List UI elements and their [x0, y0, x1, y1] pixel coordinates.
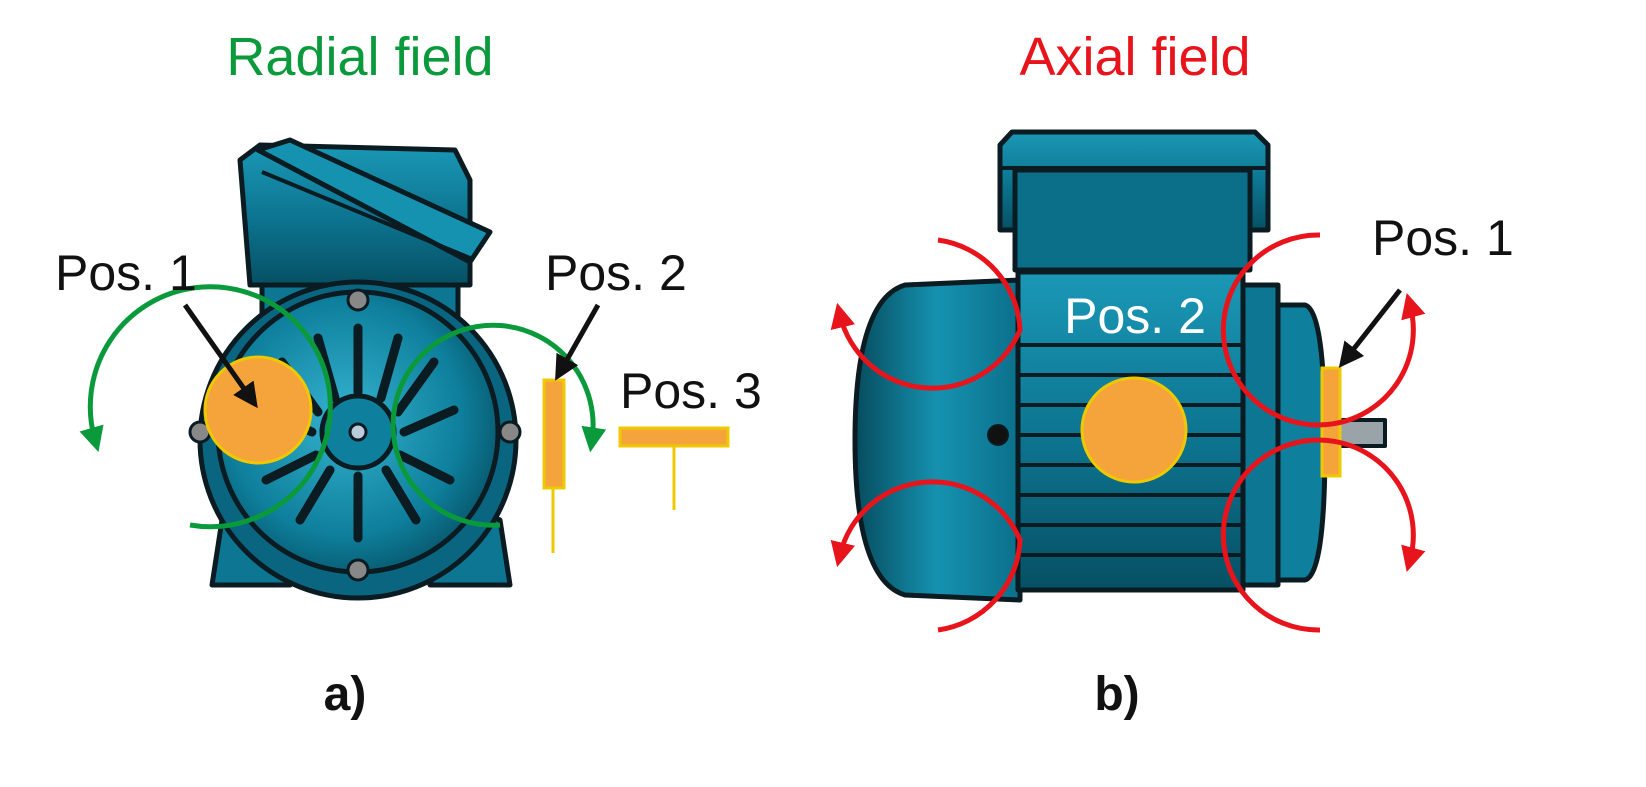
curved-arrow-icon: [830, 237, 1023, 391]
terminal-box-lid: [255, 137, 493, 265]
sensor-pos3-a: [618, 426, 730, 510]
bolt-side: [987, 424, 1009, 446]
motor-side-view: [852, 129, 1387, 603]
sensor-pos1-a: [203, 355, 313, 465]
curved-arrow-icon: [79, 284, 333, 530]
label-pos2-a: Pos. 2: [545, 245, 687, 301]
curved-arrow-icon: [1220, 232, 1426, 428]
cooling-fins: [1018, 343, 1243, 557]
label-pos1-b: Pos. 1: [1372, 210, 1514, 266]
shaft-end: [348, 422, 368, 442]
caption-a: a): [324, 668, 367, 721]
label-pos3-a: Pos. 3: [620, 363, 762, 419]
terminal-box: [237, 142, 473, 288]
drive-end-flange: [1240, 282, 1281, 588]
panel-a: Radial field: [55, 27, 762, 721]
bolt-top: [346, 288, 370, 312]
bolt-bottom: [346, 558, 370, 582]
pointer-arrow-icon: [182, 303, 258, 409]
pointer-arrow-icon: [555, 303, 601, 381]
curved-arrow-icon: [1220, 437, 1426, 633]
label-pos1-a: Pos. 1: [55, 245, 197, 301]
panel-a-title: Radial field: [226, 27, 493, 87]
fan-cover: [852, 277, 1023, 603]
caption-b: b): [1094, 668, 1139, 721]
panel-b: Axial field: [830, 27, 1514, 721]
sensor-pos2-a: [542, 378, 566, 553]
bolt-right: [498, 420, 522, 444]
sensor-pos2-b: [1080, 376, 1188, 484]
label-pos2-b: Pos. 2: [1064, 288, 1206, 344]
panel-b-title: Axial field: [1019, 27, 1250, 87]
pointer-arrow-icon: [1338, 288, 1402, 368]
curved-arrow-icon: [830, 479, 1023, 633]
terminal-box-neck: [1012, 167, 1253, 273]
